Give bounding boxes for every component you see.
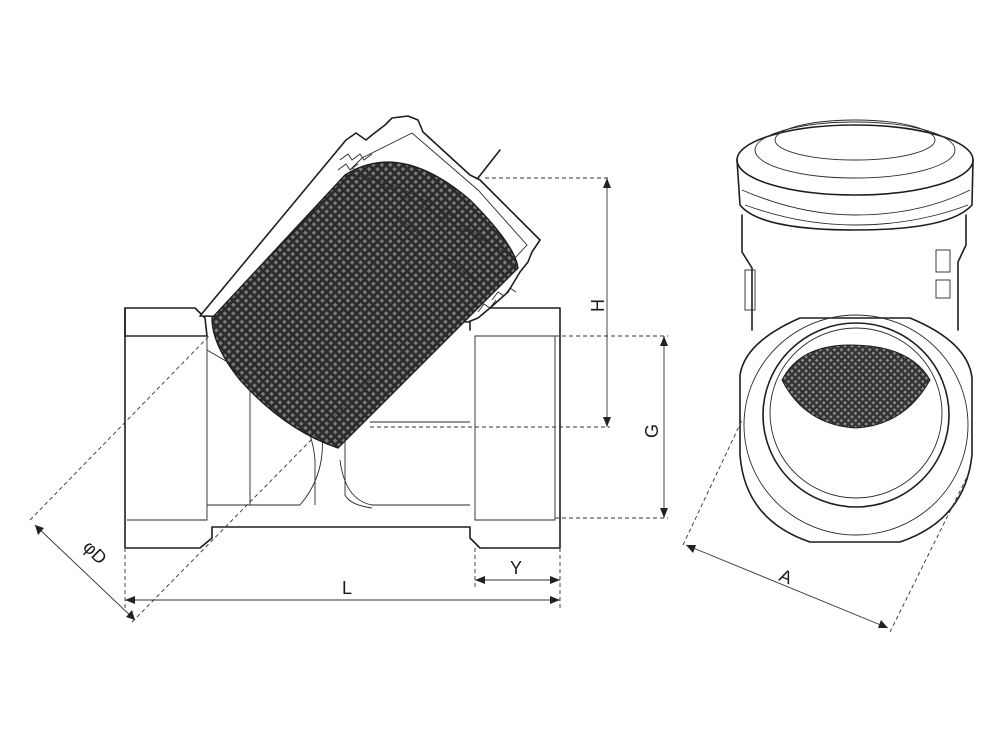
plug-stem (477, 149, 501, 179)
dimension-label-A: A (777, 565, 796, 588)
left-thread-block (127, 335, 208, 521)
dimension-label-H: H (588, 299, 608, 312)
dimension-Y: Y (474, 548, 560, 588)
dimension-H: H (370, 177, 611, 428)
dimension-label-Y: Y (510, 558, 522, 578)
body-outline (124, 307, 208, 337)
strainer-end-view (736, 119, 974, 543)
dimension-L: L (124, 548, 561, 608)
dimension-label-G: G (642, 424, 662, 438)
right-thread-block (474, 335, 556, 521)
strainer-side-view (124, 115, 561, 549)
cap-thread-upper (337, 153, 373, 171)
dimension-label-L: L (342, 578, 352, 598)
dimension-label-D: φD (79, 537, 111, 569)
cap-thread-lower (477, 287, 517, 313)
dimension-G: G (555, 335, 668, 519)
mesh-screen (211, 161, 519, 449)
end-mesh (781, 344, 931, 429)
